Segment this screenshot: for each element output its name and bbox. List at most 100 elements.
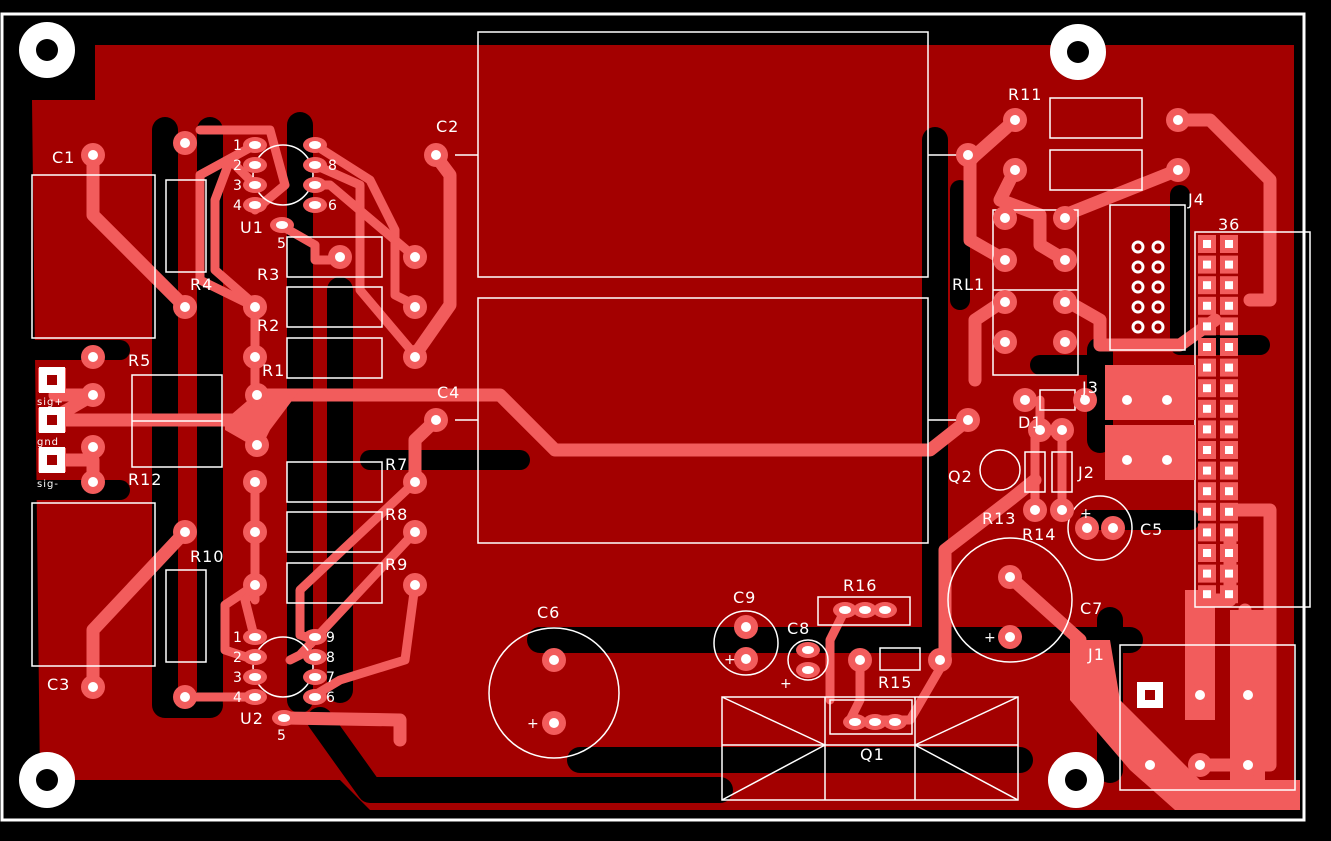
drill-hole <box>250 527 260 537</box>
drill-hole <box>963 150 973 160</box>
u1-pin-2: 2 <box>233 158 242 174</box>
drill-hole <box>309 633 321 641</box>
drill-hole <box>1195 690 1205 700</box>
u2-pin-2: 2 <box>233 650 242 666</box>
label-d1: D1 <box>1018 413 1043 432</box>
drill-hole <box>276 221 288 229</box>
label-sig-minus: sig- <box>37 479 59 490</box>
drill-hole <box>1122 395 1132 405</box>
label-r14: R14 <box>1022 525 1056 544</box>
drill-hole <box>1082 523 1092 533</box>
label-r16: R16 <box>843 576 877 595</box>
label-r2: R2 <box>257 316 280 335</box>
jumper-pin <box>1151 320 1165 334</box>
drill-hole <box>1080 395 1090 405</box>
drill-hole <box>309 693 321 701</box>
label-r7: R7 <box>385 455 408 474</box>
drill-hole <box>1173 115 1183 125</box>
drill-hole <box>88 352 98 362</box>
drill-hole <box>1010 165 1020 175</box>
jumper-pin <box>1131 280 1145 294</box>
drill-hole <box>410 252 420 262</box>
drill-hole <box>180 692 190 702</box>
u2-pin-4: 4 <box>233 690 242 706</box>
label-r15: R15 <box>878 673 912 692</box>
label-r5: R5 <box>128 351 151 370</box>
drill-hole <box>309 161 321 169</box>
u1-pin-6: 6 <box>328 198 337 214</box>
drill-hole <box>889 718 901 726</box>
label-r8: R8 <box>385 505 408 524</box>
drill-hole <box>249 653 261 661</box>
mounting-holes <box>19 22 1106 808</box>
label-r13: R13 <box>982 509 1016 528</box>
drill-hole <box>252 440 262 450</box>
drill-hole <box>309 201 321 209</box>
drill-hole <box>249 201 261 209</box>
label-c3: C3 <box>47 675 70 694</box>
drill-hole <box>180 527 190 537</box>
label-c9: C9 <box>733 588 756 607</box>
label-q1: Q1 <box>860 745 885 764</box>
u2-pin-1: 1 <box>233 630 242 646</box>
u2-pin-6: 6 <box>326 690 335 706</box>
label-sig-plus: sig+ <box>37 397 64 408</box>
drill-hole <box>1162 455 1172 465</box>
u2-pin-7: 7 <box>326 670 335 686</box>
drill-hole <box>741 622 751 632</box>
drill-hole <box>250 352 260 362</box>
u2-pin-5: 5 <box>277 728 286 744</box>
drill-hole <box>249 181 261 189</box>
drill-hole <box>1060 255 1070 265</box>
jumper-pin <box>1151 300 1165 314</box>
label-u2: U2 <box>240 709 264 728</box>
drill-hole <box>855 655 865 665</box>
u1-pin-8: 8 <box>328 158 337 174</box>
drill-hole <box>1243 760 1253 770</box>
drill-hole <box>839 606 851 614</box>
drill-hole <box>278 714 290 722</box>
drill-hole <box>88 477 98 487</box>
c5-polarity: + <box>1080 506 1092 522</box>
drill-hole <box>879 606 891 614</box>
drill-hole <box>250 580 260 590</box>
jumper-pin <box>1131 260 1145 274</box>
c8-polarity: + <box>780 676 792 692</box>
drill-hole <box>335 252 345 262</box>
u1-pin-3: 3 <box>233 178 242 194</box>
drill-hole <box>1145 760 1155 770</box>
drill-hole <box>1122 455 1132 465</box>
label-r1: R1 <box>262 361 285 380</box>
label-c8: C8 <box>787 619 810 638</box>
drill-hole <box>1000 337 1010 347</box>
label-r3: R3 <box>257 265 280 284</box>
drill-hole <box>1060 337 1070 347</box>
pads <box>39 108 1260 777</box>
label-j2: J2 <box>1077 463 1095 482</box>
jumper-pin <box>1131 320 1145 334</box>
drill-hole <box>252 390 262 400</box>
drill-hole <box>1000 255 1010 265</box>
drill-hole <box>410 477 420 487</box>
drill-hole <box>249 693 261 701</box>
drill-hole <box>88 682 98 692</box>
jumper-pin <box>1151 240 1165 254</box>
drill-hole <box>250 477 260 487</box>
drill-hole <box>802 646 814 654</box>
drill-hole <box>741 654 751 664</box>
drill-hole <box>1108 523 1118 533</box>
label-c5: C5 <box>1140 520 1163 539</box>
drill-hole <box>249 633 261 641</box>
drill-hole <box>410 580 420 590</box>
drill-hole <box>1000 297 1010 307</box>
drill-hole <box>1010 115 1020 125</box>
jumper-pin <box>1151 260 1165 274</box>
drill-hole <box>1173 165 1183 175</box>
drill-hole <box>180 302 190 312</box>
label-j1: J1 <box>1087 645 1105 664</box>
drill-hole <box>410 352 420 362</box>
drill-hole <box>309 673 321 681</box>
jumper-pin <box>1151 280 1165 294</box>
u2-pin-8: 8 <box>326 650 335 666</box>
